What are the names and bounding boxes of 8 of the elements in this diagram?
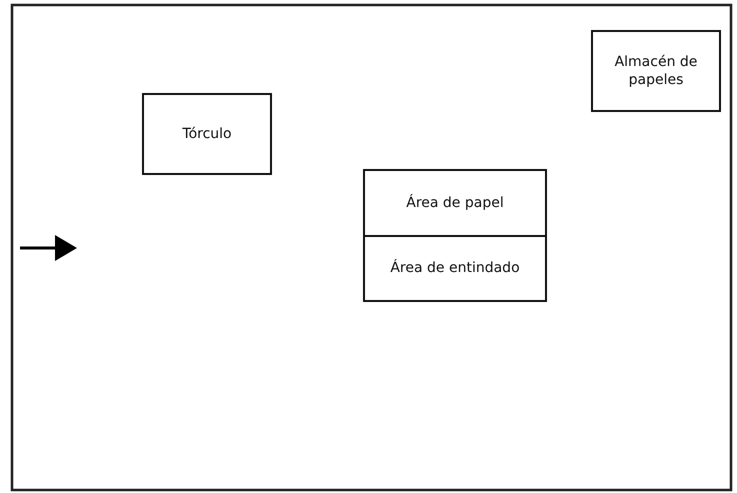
area-box [363, 235, 547, 302]
node-label: Área de papel [406, 194, 504, 212]
node-label: Área de entindado [390, 259, 520, 278]
storage-box [591, 30, 721, 112]
node-label: Tórculo [182, 124, 232, 144]
press-box [142, 93, 272, 175]
node-label: Almacén de papeles [614, 52, 698, 90]
area-box [363, 169, 547, 237]
